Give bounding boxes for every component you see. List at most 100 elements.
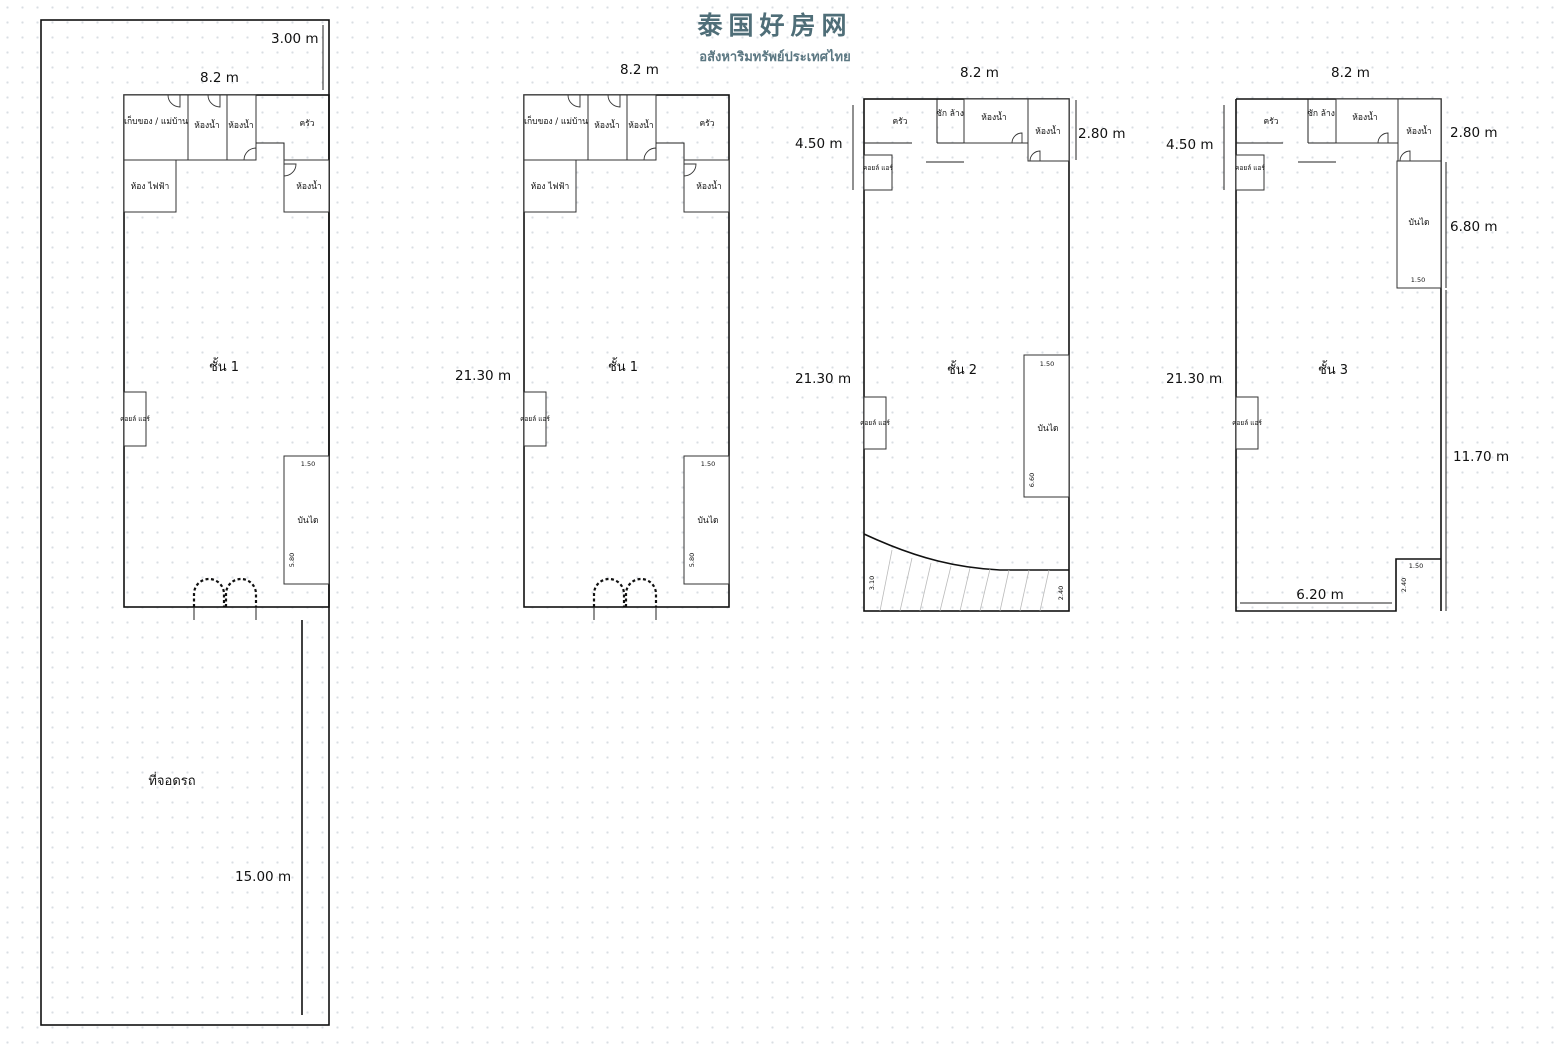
- door-swing: [283, 163, 297, 177]
- plan-3: 8.2 m 4.50 m 2.80 m 21.30 m ครัว ซัก ล้า…: [795, 65, 1126, 612]
- door-swing: [1011, 132, 1023, 144]
- stair-width-label: 1.50: [1411, 276, 1425, 284]
- bath3-label: ห้องน้ำ: [296, 180, 321, 192]
- staircase: [1396, 160, 1442, 289]
- aircon-coil-top: [863, 154, 893, 191]
- door-swing: [1377, 132, 1389, 144]
- bathroom-3: [283, 159, 330, 213]
- bathroom-2: [626, 94, 657, 161]
- laundry-label: ซัก ล้าง: [936, 108, 964, 119]
- stair-width-label: 1.50: [701, 460, 715, 468]
- kitchen-label: ครัว: [699, 119, 714, 129]
- aircon-coil: [863, 396, 887, 450]
- notch-width-label: 1.50: [1409, 562, 1423, 570]
- bath-depth-dimension: 2.80 m: [1450, 125, 1498, 141]
- plan-4: 8.2 m 4.50 m 2.80 m 6.80 m 21.30 m 11.70…: [1166, 65, 1509, 612]
- stairs-label: บันได: [297, 515, 318, 526]
- bath2-label: ห้องน้ำ: [1406, 125, 1431, 137]
- electric-room: [123, 159, 177, 213]
- setback-dimension: 3.00 m: [271, 31, 319, 47]
- electric-label: ห้อง ไฟฟ้า: [131, 181, 170, 192]
- kitchen-label: ครัว: [299, 119, 314, 129]
- front-depth-dimension: 4.50 m: [795, 136, 843, 152]
- aircon-label: คอยล์ แอร์: [520, 415, 550, 423]
- plan-2: 8.2 m 21.30 m เก็บของ / แม่บ้าน ห้องน้ำ …: [455, 62, 730, 620]
- void-curve: [863, 533, 1069, 571]
- plan-1: 3.00 m 8.2 m เก็บของ / แม่บ้าน ห้องน้ำ ห…: [40, 19, 330, 1026]
- width-dimension: 8.2 m: [200, 70, 239, 86]
- bath2-label: ห้องน้ำ: [228, 119, 253, 131]
- void-hatch: [879, 549, 1050, 612]
- entrance-door-right: [624, 577, 658, 607]
- storage-label: เก็บของ / แม่บ้าน: [524, 115, 588, 127]
- bathroom-1: [187, 94, 228, 161]
- aircon-top-label: คอยล์ แอร์: [863, 164, 893, 172]
- storage-room: [123, 94, 189, 161]
- staircase: [1023, 354, 1070, 498]
- parking-dimension: 15.00 m: [235, 869, 291, 885]
- aircon-label: คอยล์ แอร์: [1232, 419, 1262, 427]
- bath2-label: ห้องน้ำ: [1035, 125, 1060, 137]
- void-left-dimension: 3.10: [868, 576, 876, 590]
- floor-label: ชั้น 3: [1318, 360, 1348, 378]
- aircon-coil-top: [1235, 154, 1265, 191]
- bath1-label: ห้องน้ำ: [194, 119, 219, 131]
- entrance-door-right: [224, 577, 258, 607]
- entrance-door-left: [592, 577, 626, 607]
- staircase: [283, 455, 330, 585]
- door-swing: [167, 94, 181, 108]
- storage-label: เก็บของ / แม่บ้าน: [124, 115, 188, 127]
- kitchen-wall: [656, 142, 685, 160]
- floor-label: ชั้น 1: [209, 357, 239, 375]
- aircon-coil: [523, 391, 547, 447]
- storage-room: [523, 94, 589, 161]
- front-depth-dimension: 4.50 m: [1166, 137, 1214, 153]
- stair-width-label: 1.50: [301, 460, 315, 468]
- bathroom-1: [963, 98, 1029, 144]
- laundry-label: ซัก ล้าง: [1307, 108, 1335, 119]
- stairs-label: บันได: [1408, 217, 1429, 228]
- stair-length-label: 6.60: [1028, 473, 1036, 487]
- bath-depth-dimension: 2.80 m: [1078, 126, 1126, 142]
- bathroom-2: [1397, 98, 1442, 162]
- bath1-label: ห้องน้ำ: [1352, 111, 1377, 123]
- width-dimension: 8.2 m: [1331, 65, 1370, 81]
- watermark-subtitle: อสังหาริมทรัพย์ประเทศไทย: [699, 50, 851, 65]
- aircon-label: คอยล์ แอร์: [120, 415, 150, 423]
- staircase: [683, 455, 730, 585]
- depth-dimension: 21.30 m: [1166, 371, 1222, 387]
- stair-length-label: 5.80: [288, 553, 296, 567]
- kitchen-label: ครัว: [892, 117, 907, 127]
- bath1-label: ห้องน้ำ: [594, 119, 619, 131]
- electric-label: ห้อง ไฟฟ้า: [531, 181, 570, 192]
- stair-depth-dimension: 6.80 m: [1450, 219, 1498, 235]
- depth-dimension: 21.30 m: [455, 368, 511, 384]
- bathroom-2: [1027, 98, 1070, 162]
- stairs-label: บันได: [1037, 423, 1058, 434]
- door-swing: [1029, 150, 1041, 162]
- door-swing: [243, 147, 257, 161]
- kitchen-label: ครัว: [1263, 117, 1278, 127]
- depth-dimension: 21.30 m: [795, 371, 851, 387]
- rear-depth-dimension: 11.70 m: [1453, 449, 1509, 465]
- bath3-label: ห้องน้ำ: [696, 180, 721, 192]
- kitchen-wall: [256, 142, 285, 160]
- door-swing: [683, 163, 697, 177]
- bath1-label: ห้องน้ำ: [981, 111, 1006, 123]
- entrance-door-left: [192, 577, 226, 607]
- aircon-label: คอยล์ แอร์: [860, 419, 890, 427]
- aircon-top-label: คอยล์ แอร์: [1235, 164, 1265, 172]
- aircon-coil: [123, 391, 147, 447]
- width-dimension: 8.2 m: [960, 65, 999, 81]
- stair-width-label: 1.50: [1040, 360, 1054, 368]
- parking-label: ที่จอดรถ: [148, 772, 195, 789]
- bottom-width-dimension: 6.20 m: [1296, 587, 1344, 603]
- door-swing: [607, 94, 621, 108]
- floor-label: ชั้น 2: [947, 360, 977, 378]
- stairs-label: บันได: [697, 515, 718, 526]
- floor-label: ชั้น 1: [608, 357, 638, 375]
- void-right-dimension: 2.40: [1057, 586, 1065, 600]
- aircon-coil: [1235, 396, 1259, 450]
- stair-length-label: 5.80: [688, 553, 696, 567]
